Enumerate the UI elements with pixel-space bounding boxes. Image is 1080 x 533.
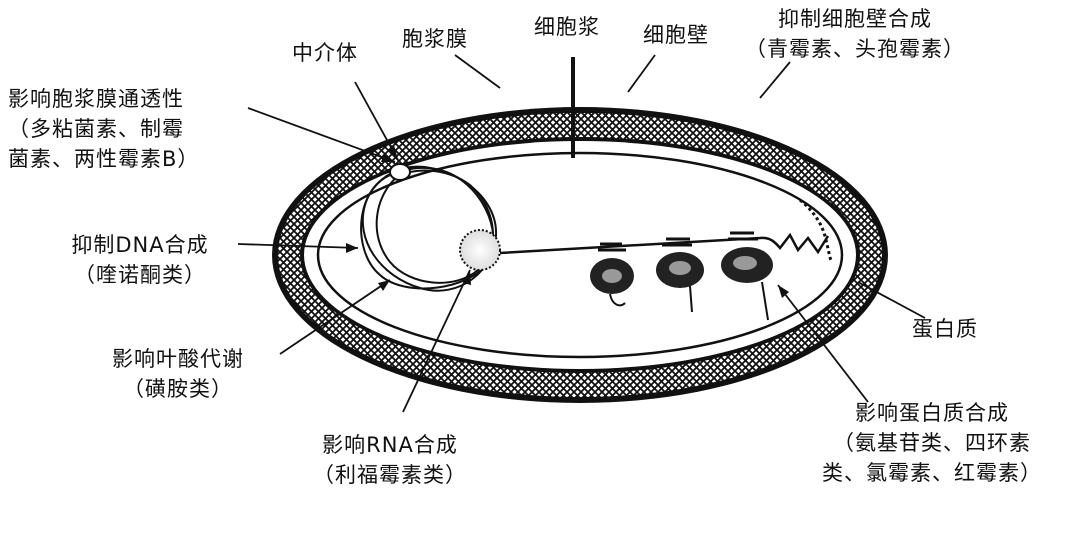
ribosomes <box>590 231 773 294</box>
protein-synth-drugs-2: 类、氯霉素、红霉素） <box>822 461 1042 485</box>
arrow-heads <box>346 145 789 298</box>
mrna-strand <box>499 232 830 255</box>
inhibit-wall-title: 抑制细胞壁合成 <box>778 7 932 31</box>
rna-title: 影响RNA合成 <box>322 433 458 457</box>
folate-drugs: （磺胺类） <box>123 377 233 401</box>
membrane-perm-drugs-2: 菌素、两性霉素B） <box>8 147 200 171</box>
inhibit-dna-drugs: （喹诺酮类） <box>74 263 206 287</box>
inhibit-dna-title: 抑制DNA合成 <box>71 233 209 257</box>
rna-drugs: （利福霉素类） <box>313 463 467 487</box>
label-plasma-membrane: 胞浆膜 <box>402 27 468 51</box>
protein-synth-title: 影响蛋白质合成 <box>855 401 1009 425</box>
nucleoid-body <box>459 229 501 271</box>
label-inhibit-cell-wall: 抑制细胞壁合成 （青霉素、头孢霉素） <box>740 4 970 64</box>
label-cytoplasm: 细胞浆 <box>534 15 600 39</box>
label-protein-synthesis: 影响蛋白质合成 （氨基苷类、四环素 类、氯霉素、红霉素） <box>800 398 1064 488</box>
label-protein: 蛋白质 <box>912 317 978 341</box>
label-cell-wall: 细胞壁 <box>643 23 709 47</box>
plasma-membrane <box>304 141 856 369</box>
label-mesosome: 中介体 <box>292 41 358 65</box>
label-folate: 影响叶酸代谢 （磺胺类） <box>78 344 278 404</box>
membrane-perm-title: 影响胞浆膜通透性 <box>8 87 184 111</box>
mesosome-body <box>389 163 411 181</box>
protein-chain <box>799 198 834 264</box>
label-inhibit-dna: 抑制DNA合成 （喹诺酮类） <box>40 230 240 290</box>
membrane-perm-drugs-1: （多粘菌素、制霉 <box>8 117 184 141</box>
label-membrane-permeability: 影响胞浆膜通透性 （多粘菌素、制霉 菌素、两性霉素B） <box>8 84 199 174</box>
inhibit-wall-drugs: （青霉素、头孢霉素） <box>745 37 965 61</box>
protein-synth-drugs-1: （氨基苷类、四环素 <box>833 431 1031 455</box>
pointer-lines <box>237 54 926 413</box>
peptide-chains <box>609 281 769 321</box>
label-rna: 影响RNA合成 （利福霉素类） <box>290 430 490 490</box>
folate-title: 影响叶酸代谢 <box>112 347 244 371</box>
